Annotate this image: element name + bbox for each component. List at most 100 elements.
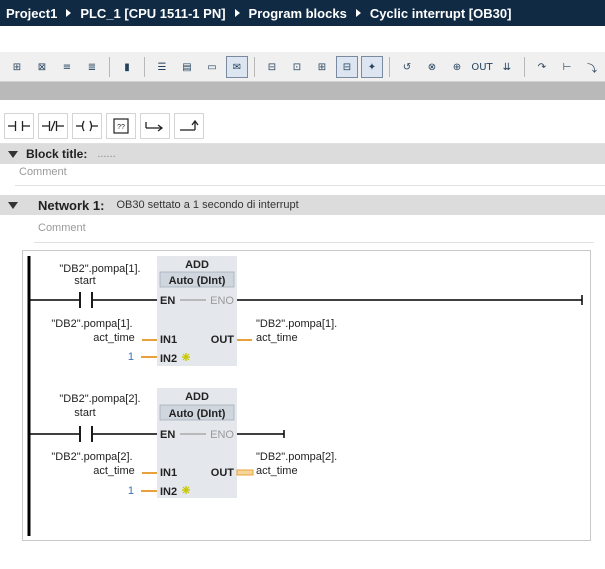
network-frame (22, 250, 591, 541)
contact-tag-line1[interactable]: "DB2".pompa[2]. (59, 393, 140, 405)
monitor-button[interactable]: ▮ (116, 56, 138, 78)
tag-info-button[interactable]: ⊡ (286, 56, 308, 78)
network-overview-icon: ▤ (182, 61, 192, 73)
out-tag-line2[interactable]: act_time (256, 465, 298, 477)
add-input-sparkle-icon[interactable] (182, 353, 190, 361)
contact-tag-line2[interactable]: start (74, 407, 95, 419)
out-tag-line1[interactable]: "DB2".pompa[2]. (256, 451, 337, 463)
branch-button[interactable]: ⊢ (556, 56, 578, 78)
absolute-operands-button[interactable]: ☰ (151, 56, 173, 78)
breadcrumb-project[interactable]: Project1 (6, 5, 58, 21)
out-pin: OUT (211, 467, 235, 479)
out-tag-line2[interactable]: act_time (256, 332, 298, 344)
editor-toolbar: ⊞⊠≡≣▮☰▤▭✉⊟⊡⊞⊟✦↺⊗⊕OUT⇊↷⊢⤵↻ (0, 52, 605, 82)
insert-network-button[interactable]: ⊞ (6, 56, 28, 78)
contact-tag-line1[interactable]: "DB2".pompa[1]. (59, 263, 140, 275)
download-button[interactable]: ⊕ (446, 56, 468, 78)
out-wire-highlight (236, 469, 254, 476)
append-row-icon: ≣ (87, 61, 97, 73)
collapse-arrow-icon[interactable] (8, 201, 18, 209)
empty-box-icon: ?? (113, 118, 129, 134)
show-tags-button[interactable]: ⊟ (261, 56, 283, 78)
network-header[interactable]: Network 1: OB30 settato a 1 secondo di i… (0, 195, 605, 215)
no-contact[interactable] (79, 292, 93, 308)
compile-button[interactable]: ⇊ (496, 56, 518, 78)
close-branch-button[interactable] (174, 113, 204, 139)
in2-value[interactable]: 1 (128, 351, 134, 363)
breadcrumb-plc[interactable]: PLC_1 [CPU 1511-1 PN] (80, 5, 226, 21)
add-box[interactable]: ADD Auto (DInt) EN ENO IN1 OUT IN2 (157, 256, 237, 366)
step-icon: ↷ (537, 61, 547, 73)
in2-value[interactable]: 1 (128, 485, 134, 497)
upload-button[interactable]: OUT (471, 56, 493, 78)
breadcrumb-separator-icon (355, 9, 361, 17)
out-tag-line1[interactable]: "DB2".pompa[1]. (256, 318, 337, 330)
box-datatype[interactable]: Auto (DInt) (169, 275, 226, 287)
favorites-icon: ▭ (207, 61, 217, 73)
step-button[interactable]: ↷ (531, 56, 553, 78)
coil-button[interactable] (72, 113, 102, 139)
stop-error-icon: ⊗ (427, 61, 437, 73)
nc-contact-button[interactable] (38, 113, 68, 139)
nc-contact-icon (42, 120, 64, 132)
download-icon: ⊕ (452, 61, 462, 73)
empty-box-button[interactable]: ?? (106, 113, 136, 139)
en-pin: EN (160, 429, 175, 441)
absolute-operands-icon: ☰ (157, 61, 167, 73)
add-box[interactable]: ADD Auto (DInt) EN ENO IN1 OUT IN2 (157, 388, 237, 498)
open-all-networks-button[interactable]: ⊞ (311, 56, 333, 78)
compile-icon: ⇊ (502, 61, 512, 73)
tree-icon: ⤵ (587, 63, 597, 75)
breadcrumb-separator-icon (234, 9, 240, 17)
favorites-button[interactable]: ▭ (201, 56, 223, 78)
in1-pin: IN1 (160, 334, 177, 346)
contact-tag-line2[interactable]: start (74, 275, 95, 287)
append-row-button[interactable]: ≣ (81, 56, 103, 78)
upload-icon: OUT (471, 61, 493, 73)
toolbar-separator (109, 57, 110, 77)
show-tags-icon: ⊟ (267, 61, 277, 73)
stop-error-button[interactable]: ⊗ (421, 56, 443, 78)
collapse-arrow-icon[interactable] (8, 150, 18, 158)
highlight-button[interactable]: ✦ (361, 56, 383, 78)
rung-1: "DB2".pompa[1]. start ADD Auto (DInt) EN… (29, 256, 583, 366)
in1-tag-line1[interactable]: "DB2".pompa[2]. (51, 451, 132, 463)
close-all-networks-button[interactable]: ⊟ (336, 56, 358, 78)
network-label: Network 1: (38, 197, 105, 213)
comment-button[interactable]: ✉ (226, 56, 248, 78)
box-name: ADD (185, 259, 209, 271)
breadcrumb-program-blocks[interactable]: Program blocks (248, 5, 347, 21)
lad-favorites-bar: ?? (0, 108, 605, 144)
no-contact-button[interactable] (4, 113, 34, 139)
add-input-sparkle-icon[interactable] (182, 486, 190, 494)
network-title[interactable]: OB30 settato a 1 secondo di interrupt (116, 199, 299, 211)
open-all-networks-icon: ⊞ (317, 61, 327, 73)
block-comment[interactable]: Comment (19, 166, 67, 178)
in1-tag-line1[interactable]: "DB2".pompa[1]. (51, 318, 132, 330)
toolbar-separator (144, 57, 145, 77)
tree-button[interactable]: ⤵ (581, 56, 603, 78)
no-contact[interactable] (79, 426, 93, 442)
box-datatype[interactable]: Auto (DInt) (169, 408, 226, 420)
toolbar-separator (389, 57, 390, 77)
insert-network-icon: ⊞ (12, 61, 22, 73)
in1-tag-line2[interactable]: act_time (93, 332, 135, 344)
insert-row-button[interactable]: ≡ (56, 56, 78, 78)
breadcrumb-block[interactable]: Cyclic interrupt [OB30] (369, 5, 512, 21)
block-title-bar[interactable]: Block title: ...... (0, 144, 605, 164)
open-branch-button[interactable] (140, 113, 170, 139)
block-title-value[interactable]: ...... (97, 148, 116, 160)
no-contact-icon (8, 121, 30, 131)
network-overview-button[interactable]: ▤ (176, 56, 198, 78)
in1-tag-line2[interactable]: act_time (93, 465, 135, 477)
delete-network-button[interactable]: ⊠ (31, 56, 53, 78)
network-comment[interactable]: Comment (38, 222, 86, 234)
box-name: ADD (185, 391, 209, 403)
highlight-icon: ✦ (367, 61, 377, 73)
go-to-error-button[interactable]: ↺ (396, 56, 418, 78)
close-branch-icon (180, 119, 199, 131)
rung-2: "DB2".pompa[2]. start ADD Auto (DInt) EN… (29, 388, 337, 498)
block-title-label: Block title: (26, 147, 88, 161)
